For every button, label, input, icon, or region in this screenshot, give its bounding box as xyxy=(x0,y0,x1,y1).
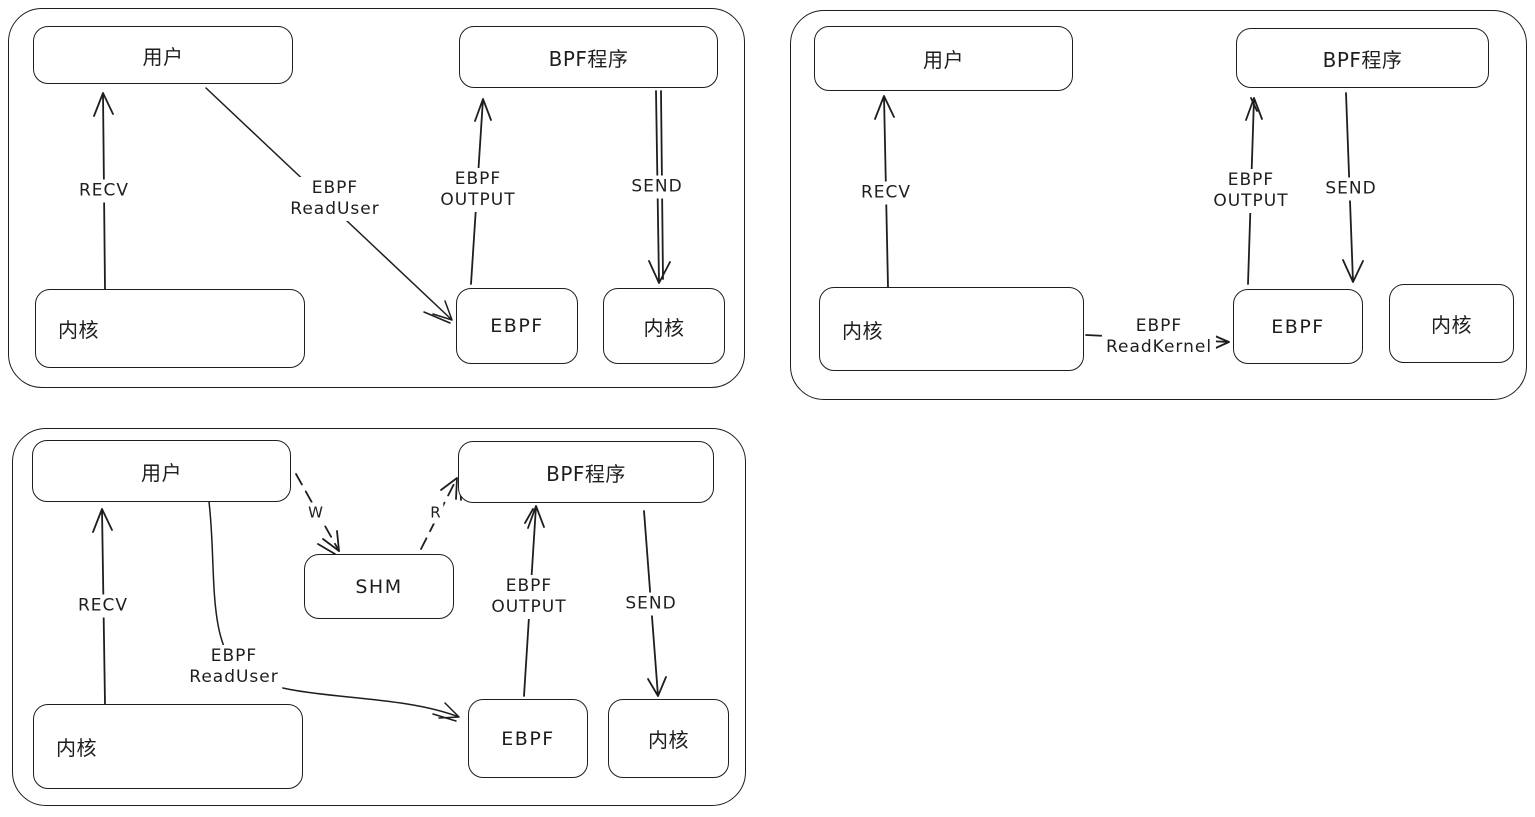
node-kernel-source: 内核 xyxy=(35,289,305,368)
node-kernel-source: 内核 xyxy=(819,287,1084,371)
node-ebpf-label: EBPF xyxy=(490,315,544,337)
node-shm: SHM xyxy=(304,554,454,619)
node-bpf-program: BPF程序 xyxy=(459,26,718,88)
node-kernel-dest: 内核 xyxy=(1389,284,1514,363)
node-user: 用户 xyxy=(32,440,291,502)
edge-label-ebpf-output: EBPF OUTPUT xyxy=(1209,169,1293,213)
edge-label-ebpf-readkernel: EBPF ReadKernel xyxy=(1101,315,1217,359)
panel-ebpf-shm: 用户 BPF程序 SHM 内核 EBPF 内核 RECV W R EBPF Re… xyxy=(12,428,746,806)
node-kernel-dest-label: 内核 xyxy=(1431,313,1472,337)
edge-label-ebpf-readuser: EBPF ReadUser xyxy=(185,645,283,689)
node-bpf-program: BPF程序 xyxy=(1236,28,1489,88)
edge-label-ebpf-output-line1: EBPF xyxy=(1227,170,1275,190)
node-bpf-program-label: BPF程序 xyxy=(546,461,626,486)
edge-label-ebpf-readkernel-line2: ReadKernel xyxy=(1105,337,1213,357)
edge-label-ebpf-readuser-line2: ReadUser xyxy=(290,199,380,219)
edge-label-ebpf-output-line2: OUTPUT xyxy=(440,190,516,210)
node-user-label: 用户 xyxy=(923,48,964,72)
panel-ebpf-readkernel: 用户 BPF程序 内核 EBPF 内核 RECV EBPF ReadKernel… xyxy=(790,10,1527,400)
node-bpf-program-label: BPF程序 xyxy=(548,46,629,71)
edge-label-send: SEND xyxy=(627,175,687,199)
edge-label-ebpf-readuser-line1: EBPF xyxy=(210,646,258,666)
edge-label-recv: RECV xyxy=(856,181,916,205)
edge-label-write-shm: W xyxy=(306,502,326,524)
node-kernel-dest-label: 内核 xyxy=(648,728,689,752)
node-shm-label: SHM xyxy=(355,575,403,598)
node-kernel-source-label: 内核 xyxy=(842,318,883,343)
edge-label-ebpf-readuser-line2: ReadUser xyxy=(189,667,279,687)
node-kernel-dest-label: 内核 xyxy=(643,315,685,340)
edge-label-ebpf-readuser: EBPF ReadUser xyxy=(286,177,384,221)
node-ebpf-label: EBPF xyxy=(1271,315,1325,338)
panel-ebpf-readuser: 用户 BPF程序 内核 EBPF 内核 RECV EBPF ReadUser E… xyxy=(8,8,745,388)
node-kernel-source: 内核 xyxy=(33,704,303,789)
node-user: 用户 xyxy=(814,26,1073,91)
node-kernel-dest: 内核 xyxy=(603,288,725,364)
edge-label-recv: RECV xyxy=(73,594,133,618)
node-user-label: 用户 xyxy=(141,460,182,485)
node-ebpf: EBPF xyxy=(1233,289,1363,364)
edge-label-send: SEND xyxy=(1321,177,1381,201)
node-ebpf: EBPF xyxy=(468,699,588,778)
edge-label-ebpf-output-line1: EBPF xyxy=(505,576,553,596)
edge-label-ebpf-readuser-line1: EBPF xyxy=(311,178,359,198)
edge-label-ebpf-output-line1: EBPF xyxy=(454,169,502,189)
edge-label-ebpf-readkernel-line1: EBPF xyxy=(1135,316,1183,336)
edge-label-recv: RECV xyxy=(74,179,134,203)
edge-label-send: SEND xyxy=(621,592,681,616)
node-kernel-source-label: 内核 xyxy=(58,318,99,342)
edge-label-ebpf-output-line2: OUTPUT xyxy=(491,597,567,617)
node-bpf-program: BPF程序 xyxy=(458,441,714,503)
node-user: 用户 xyxy=(33,26,293,84)
edge-label-ebpf-output-line2: OUTPUT xyxy=(1213,191,1289,211)
node-kernel-dest: 内核 xyxy=(608,699,729,778)
write-shm-arrowhead xyxy=(317,530,340,555)
edge-label-read-shm: R xyxy=(428,502,444,524)
node-ebpf: EBPF xyxy=(456,288,578,364)
edge-label-ebpf-output: EBPF OUTPUT xyxy=(436,168,520,212)
node-ebpf-label: EBPF xyxy=(501,727,555,750)
node-user-label: 用户 xyxy=(142,44,184,69)
node-kernel-source-label: 内核 xyxy=(56,736,97,760)
edge-label-ebpf-output: EBPF OUTPUT xyxy=(487,575,571,619)
node-bpf-program-label: BPF程序 xyxy=(1322,47,1403,72)
